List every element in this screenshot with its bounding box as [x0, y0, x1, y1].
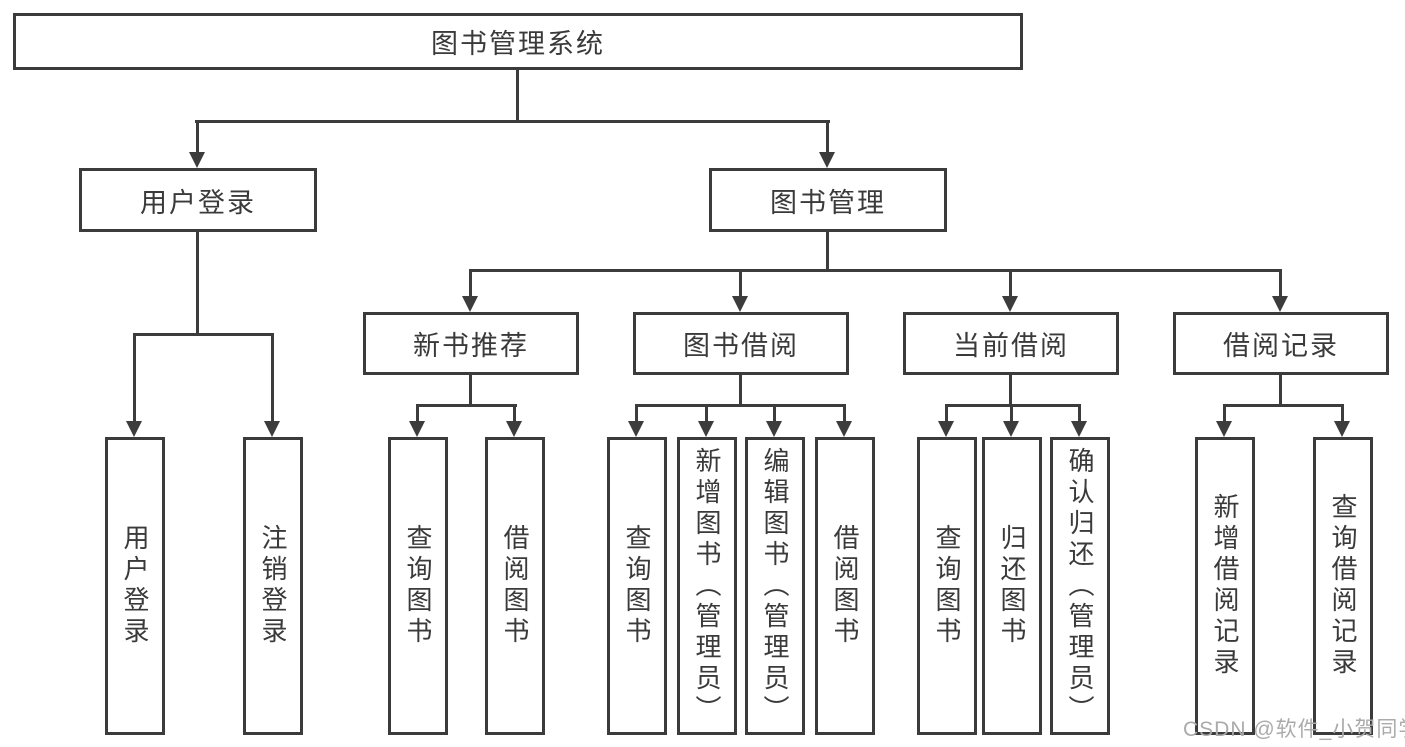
connector-line	[469, 271, 472, 296]
arrowhead-icon	[126, 421, 142, 437]
leaf-borrow-books-1: 借阅图书	[485, 437, 545, 735]
node-root: 图书管理系统	[13, 13, 1023, 70]
leaf-query-books-2: 查询图书	[607, 437, 667, 735]
arrowhead-icon	[698, 421, 714, 437]
arrowhead-icon	[1272, 296, 1288, 312]
arrowhead-icon	[938, 421, 954, 437]
connector-line	[271, 335, 274, 421]
arrowhead-icon	[1071, 421, 1087, 437]
connector-line	[133, 335, 136, 421]
leaf-edit-books-admin: 编辑图书（管理员）	[745, 437, 805, 735]
connector-line	[195, 120, 830, 123]
connector-line	[705, 406, 708, 421]
connector-line	[1010, 406, 1013, 421]
connector-line	[739, 271, 742, 296]
connector-line	[635, 404, 846, 407]
connector-line	[196, 232, 199, 335]
connector-line	[945, 406, 948, 421]
arrowhead-icon	[1002, 296, 1018, 312]
leaf-user-login: 用户登录	[105, 437, 165, 735]
leaf-add-borrow-record: 新增借阅记录	[1195, 437, 1255, 735]
connector-line	[416, 406, 419, 421]
leaf-add-books-admin: 新增图书（管理员）	[677, 437, 737, 735]
connector-line	[1223, 404, 1344, 407]
leaf-query-books-1: 查询图书	[388, 437, 448, 735]
connector-line	[635, 406, 638, 421]
arrowhead-icon	[1334, 421, 1350, 437]
leaf-logout: 注销登录	[243, 437, 303, 735]
arrowhead-icon	[264, 421, 280, 437]
connector-line	[826, 121, 829, 152]
connector-line	[416, 404, 517, 407]
leaf-borrow-books-2: 借阅图书	[815, 437, 875, 735]
leaf-return-books: 归还图书	[982, 437, 1042, 735]
connector-line	[1279, 375, 1282, 406]
node-new-book-recommend: 新书推荐	[363, 312, 579, 375]
connector-line	[1341, 406, 1344, 421]
connector-line	[739, 375, 742, 406]
connector-line	[945, 404, 1081, 407]
leaf-query-books-3: 查询图书	[917, 437, 977, 735]
node-book-management: 图书管理	[709, 168, 947, 232]
node-user-login: 用户登录	[79, 168, 317, 232]
arrowhead-icon	[506, 421, 522, 437]
node-current-borrowing: 当前借阅	[903, 312, 1119, 375]
leaf-confirm-return-admin: 确认归还（管理员）	[1050, 437, 1110, 735]
connector-line	[1279, 271, 1282, 296]
connector-line	[1009, 375, 1012, 406]
arrowhead-icon	[1003, 421, 1019, 437]
leaf-query-borrow-record: 查询借阅记录	[1313, 437, 1373, 735]
arrowhead-icon	[189, 152, 205, 168]
node-borrowing-records: 借阅记录	[1173, 312, 1389, 375]
arrowhead-icon	[628, 421, 644, 437]
node-book-borrowing: 图书借阅	[633, 312, 849, 375]
connector-line	[469, 269, 1282, 272]
csdn-watermark: CSDN @软件_小贺同学	[1183, 718, 1405, 741]
arrowhead-icon	[819, 152, 835, 168]
arrowhead-icon	[836, 421, 852, 437]
connector-line	[773, 406, 776, 421]
arrowhead-icon	[1216, 421, 1232, 437]
connector-line	[133, 333, 274, 336]
arrowhead-icon	[766, 421, 782, 437]
connector-line	[516, 69, 519, 121]
connector-line	[513, 406, 516, 421]
connector-line	[826, 232, 829, 270]
arrowhead-icon	[409, 421, 425, 437]
connector-line	[1078, 406, 1081, 421]
connector-line	[196, 121, 199, 152]
arrowhead-icon	[732, 296, 748, 312]
arrowhead-icon	[462, 296, 478, 312]
connector-line	[1009, 271, 1012, 296]
connector-line	[469, 375, 472, 406]
connector-line	[843, 406, 846, 421]
connector-line	[1223, 406, 1226, 421]
